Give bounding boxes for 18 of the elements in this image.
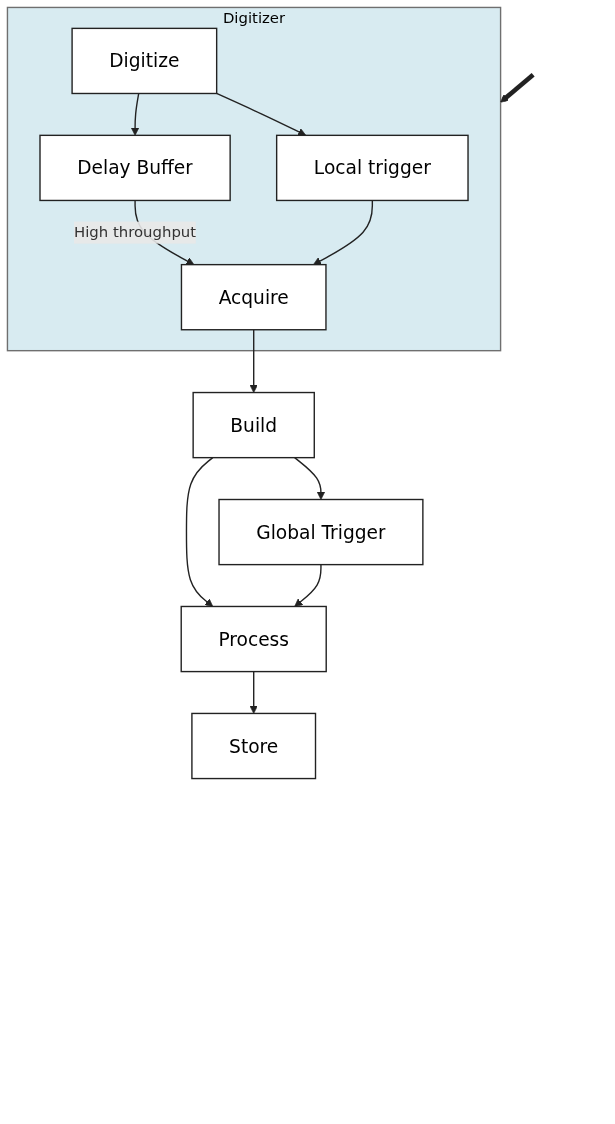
arrow	[294, 563, 322, 607]
node-box: Global Trigger	[218, 498, 424, 566]
arrow	[293, 456, 326, 500]
node-box: Build	[192, 391, 315, 459]
node-box: Local trigger	[275, 134, 469, 202]
node-box: Delay Buffer	[39, 134, 231, 202]
node-box: Process	[180, 605, 327, 673]
node-box: Digitize	[71, 27, 218, 95]
arrow	[313, 199, 374, 265]
arrow	[500, 73, 535, 103]
arrow	[249, 329, 258, 393]
arrow	[215, 92, 307, 136]
arrow	[185, 456, 214, 607]
edge-label: High throughput	[74, 223, 197, 241]
node-box: Acquire	[180, 263, 327, 331]
node-box: Store	[191, 712, 317, 780]
arrow	[249, 670, 258, 714]
arrow	[131, 92, 140, 136]
